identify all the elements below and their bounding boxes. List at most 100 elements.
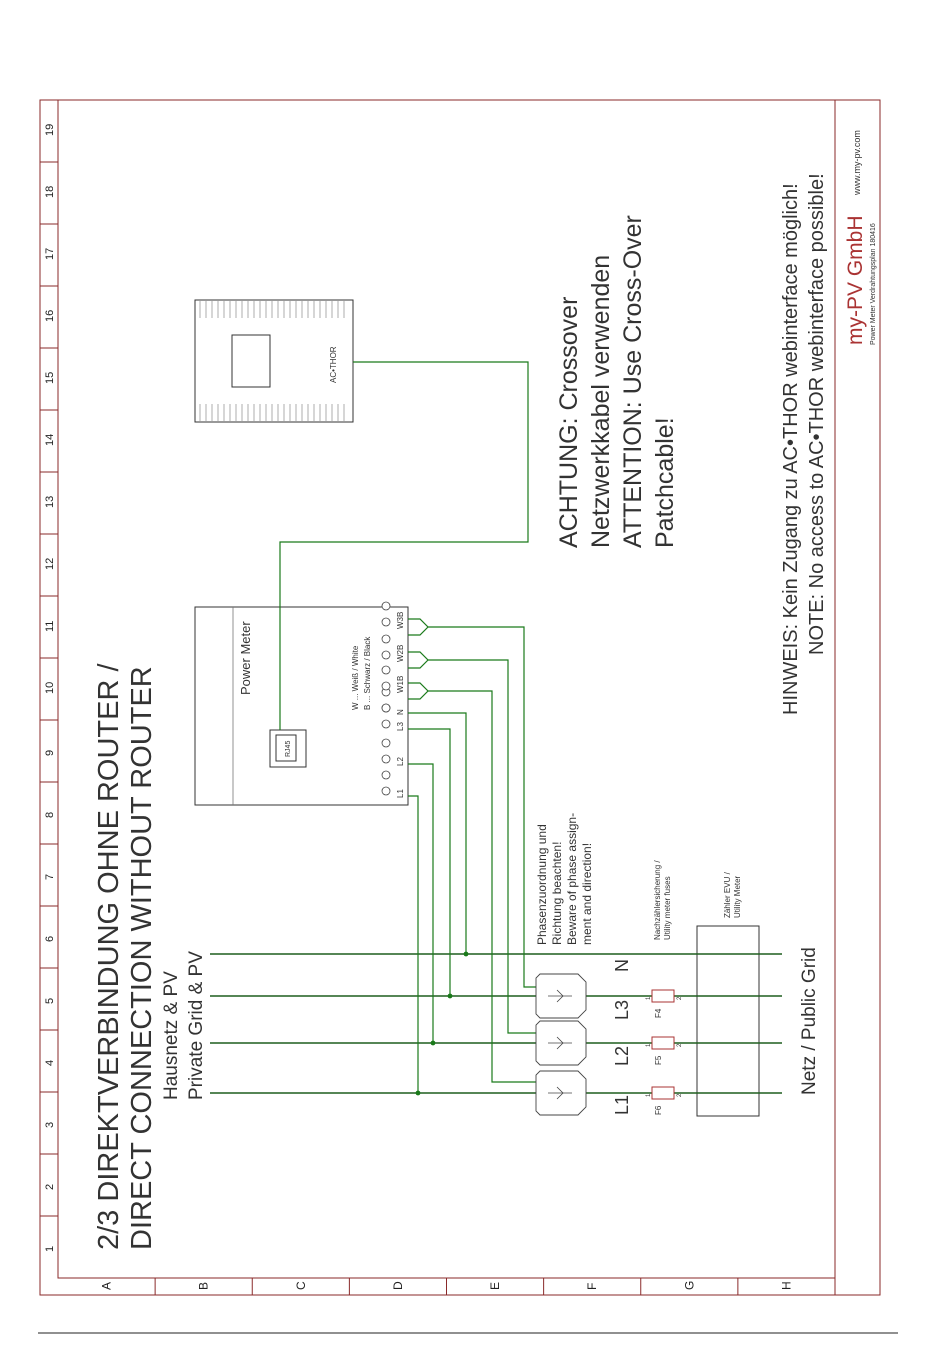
grid-number: 17 xyxy=(44,248,56,260)
fuse-pin: 1 xyxy=(646,996,652,1000)
terminal-label: W1B xyxy=(396,676,405,693)
grid-letter: D xyxy=(391,1281,405,1290)
phase-label: L2 xyxy=(612,1046,632,1066)
ct-arrow-head xyxy=(556,1036,564,1050)
utility-fuses-note: Nachzählersicherung / Utility meter fuse… xyxy=(653,860,672,940)
phase-assignment-note: Phasenzuordnung und Richtung beachten! B… xyxy=(535,813,594,945)
grid-number: 4 xyxy=(44,1060,56,1066)
voltage-tap xyxy=(408,763,434,1043)
fuse-pin: 2 xyxy=(677,1093,683,1097)
phase-labels: L1 L2 L3 N xyxy=(612,959,632,1115)
power-meter-label: Power Meter xyxy=(238,621,253,695)
legend-white: W ... Weiß / White xyxy=(351,645,360,710)
company-name: my-PV GmbH xyxy=(844,215,867,345)
terminal-screw xyxy=(381,681,391,691)
rj45-label: RJ45 xyxy=(285,741,292,757)
fuse-pin: 1 xyxy=(646,1043,652,1047)
grid-letter: A xyxy=(100,1282,114,1290)
current-transformers xyxy=(535,973,587,1116)
grid-number: 16 xyxy=(44,310,56,322)
legend-black: B ... Schwarz / Black xyxy=(363,636,372,710)
phase-label: N xyxy=(612,959,632,972)
webinterface-note: HINWEIS: Kein Zugang zu AC•THOR webinter… xyxy=(780,173,828,715)
title-line-1: 2/3 DIREKTVERBINDUNG OHNE ROUTER / xyxy=(93,663,125,1250)
ct-lead xyxy=(428,690,540,1083)
grid-letter: C xyxy=(294,1281,308,1290)
terminal-label: N xyxy=(396,709,405,715)
terminal-screw xyxy=(381,754,391,764)
junction-dot xyxy=(415,1090,421,1096)
grid-number: 10 xyxy=(44,682,56,694)
fuse-name: F5 xyxy=(654,1055,663,1065)
grid-number: 14 xyxy=(44,434,56,446)
terminal-screw xyxy=(381,650,391,660)
utility-meter xyxy=(696,925,760,1117)
house-grid-line-1: Hausnetz & PV xyxy=(161,971,182,1100)
acthor-cooling-fins xyxy=(199,300,345,422)
terminal-screw xyxy=(381,617,391,627)
document-id: Power Meter Verdrahtungsplan 180416 xyxy=(870,223,877,345)
grid-letter: F xyxy=(585,1283,599,1290)
terminal-label: W2B xyxy=(396,645,405,662)
terminal-screw xyxy=(381,665,391,675)
company-web: www.my-pv.com xyxy=(852,130,862,196)
house-grid-label: Hausnetz & PV Private Grid & PV xyxy=(161,951,207,1100)
fuse-pin: 1 xyxy=(646,1093,652,1097)
terminal-screw xyxy=(381,719,391,729)
grid-number: 15 xyxy=(44,372,56,384)
company-block: my-PV GmbH www.my-pv.com Power Meter Ver… xyxy=(844,130,877,345)
phase-label: L3 xyxy=(612,1000,632,1020)
acthor-display xyxy=(231,334,271,388)
rj45-port-inner xyxy=(275,734,297,762)
grid-number: 19 xyxy=(44,124,56,136)
grid-number: 11 xyxy=(44,621,56,632)
fuse-pin: 2 xyxy=(677,996,683,1000)
phase-note-line-1: Phasenzuordnung und xyxy=(535,824,549,945)
acthor-label: AC•THOR xyxy=(329,346,338,383)
crossover-network-cable xyxy=(279,361,529,730)
ct-lead-pair xyxy=(408,651,429,669)
meter-line-2: Utility Meter xyxy=(733,875,742,918)
phase-note-line-2: Richtung beachten! xyxy=(550,842,564,945)
fuses-note-line-2: Utility meter fuses xyxy=(663,876,672,940)
grid-letter: B xyxy=(197,1282,211,1290)
grid-number: 12 xyxy=(44,558,56,570)
terminal-screw xyxy=(381,703,391,713)
fuse-name: F4 xyxy=(654,1008,663,1018)
bus-wires xyxy=(210,618,782,1096)
grid-number: 13 xyxy=(44,496,56,508)
crossover-warning: ACHTUNG: Crossover Netzwerkkabel verwend… xyxy=(555,215,679,548)
fuses-note-line-1: Nachzählersicherung / xyxy=(653,860,662,940)
terminal-screw xyxy=(381,601,391,611)
public-grid-label: Netz / Public Grid xyxy=(799,947,820,1095)
junction-dot xyxy=(447,993,453,999)
note-line-2: NOTE: No access to AC•THOR webinterface … xyxy=(806,173,828,655)
phase-label: L1 xyxy=(612,1095,632,1115)
grid-number: 3 xyxy=(44,1122,56,1128)
terminal-label: L2 xyxy=(396,757,405,766)
grid-number: 1 xyxy=(44,1246,56,1252)
warning-line-1: ACHTUNG: Crossover xyxy=(555,297,583,548)
terminal-screw xyxy=(381,634,391,644)
grid-letter: H xyxy=(779,1281,793,1290)
ct-lead-pair xyxy=(408,618,429,636)
grid-letter: G xyxy=(682,1281,696,1290)
ct-lead xyxy=(428,659,540,1034)
grid-number: 7 xyxy=(44,874,56,880)
warning-line-2: Netzwerkkabel verwenden xyxy=(587,255,615,548)
terminal-label: W3B xyxy=(396,612,405,629)
fuse-body xyxy=(651,1086,675,1100)
power-meter-body xyxy=(194,606,409,806)
utility-meter-label: Zähler EVU / Utility Meter xyxy=(723,871,742,918)
phase-note-line-4: ment and direction! xyxy=(580,843,594,945)
warning-line-3: ATTENTION: Use Cross-Over xyxy=(619,215,647,548)
ct-lead xyxy=(428,626,540,988)
public-grid-text: Netz / Public Grid xyxy=(799,947,820,1095)
meter-line-1: Zähler EVU / xyxy=(723,871,732,918)
terminal-screw xyxy=(381,786,391,796)
grid-number: 18 xyxy=(44,186,56,198)
diagram-title: 2/3 DIREKTVERBINDUNG OHNE ROUTER / DIREC… xyxy=(93,663,158,1250)
